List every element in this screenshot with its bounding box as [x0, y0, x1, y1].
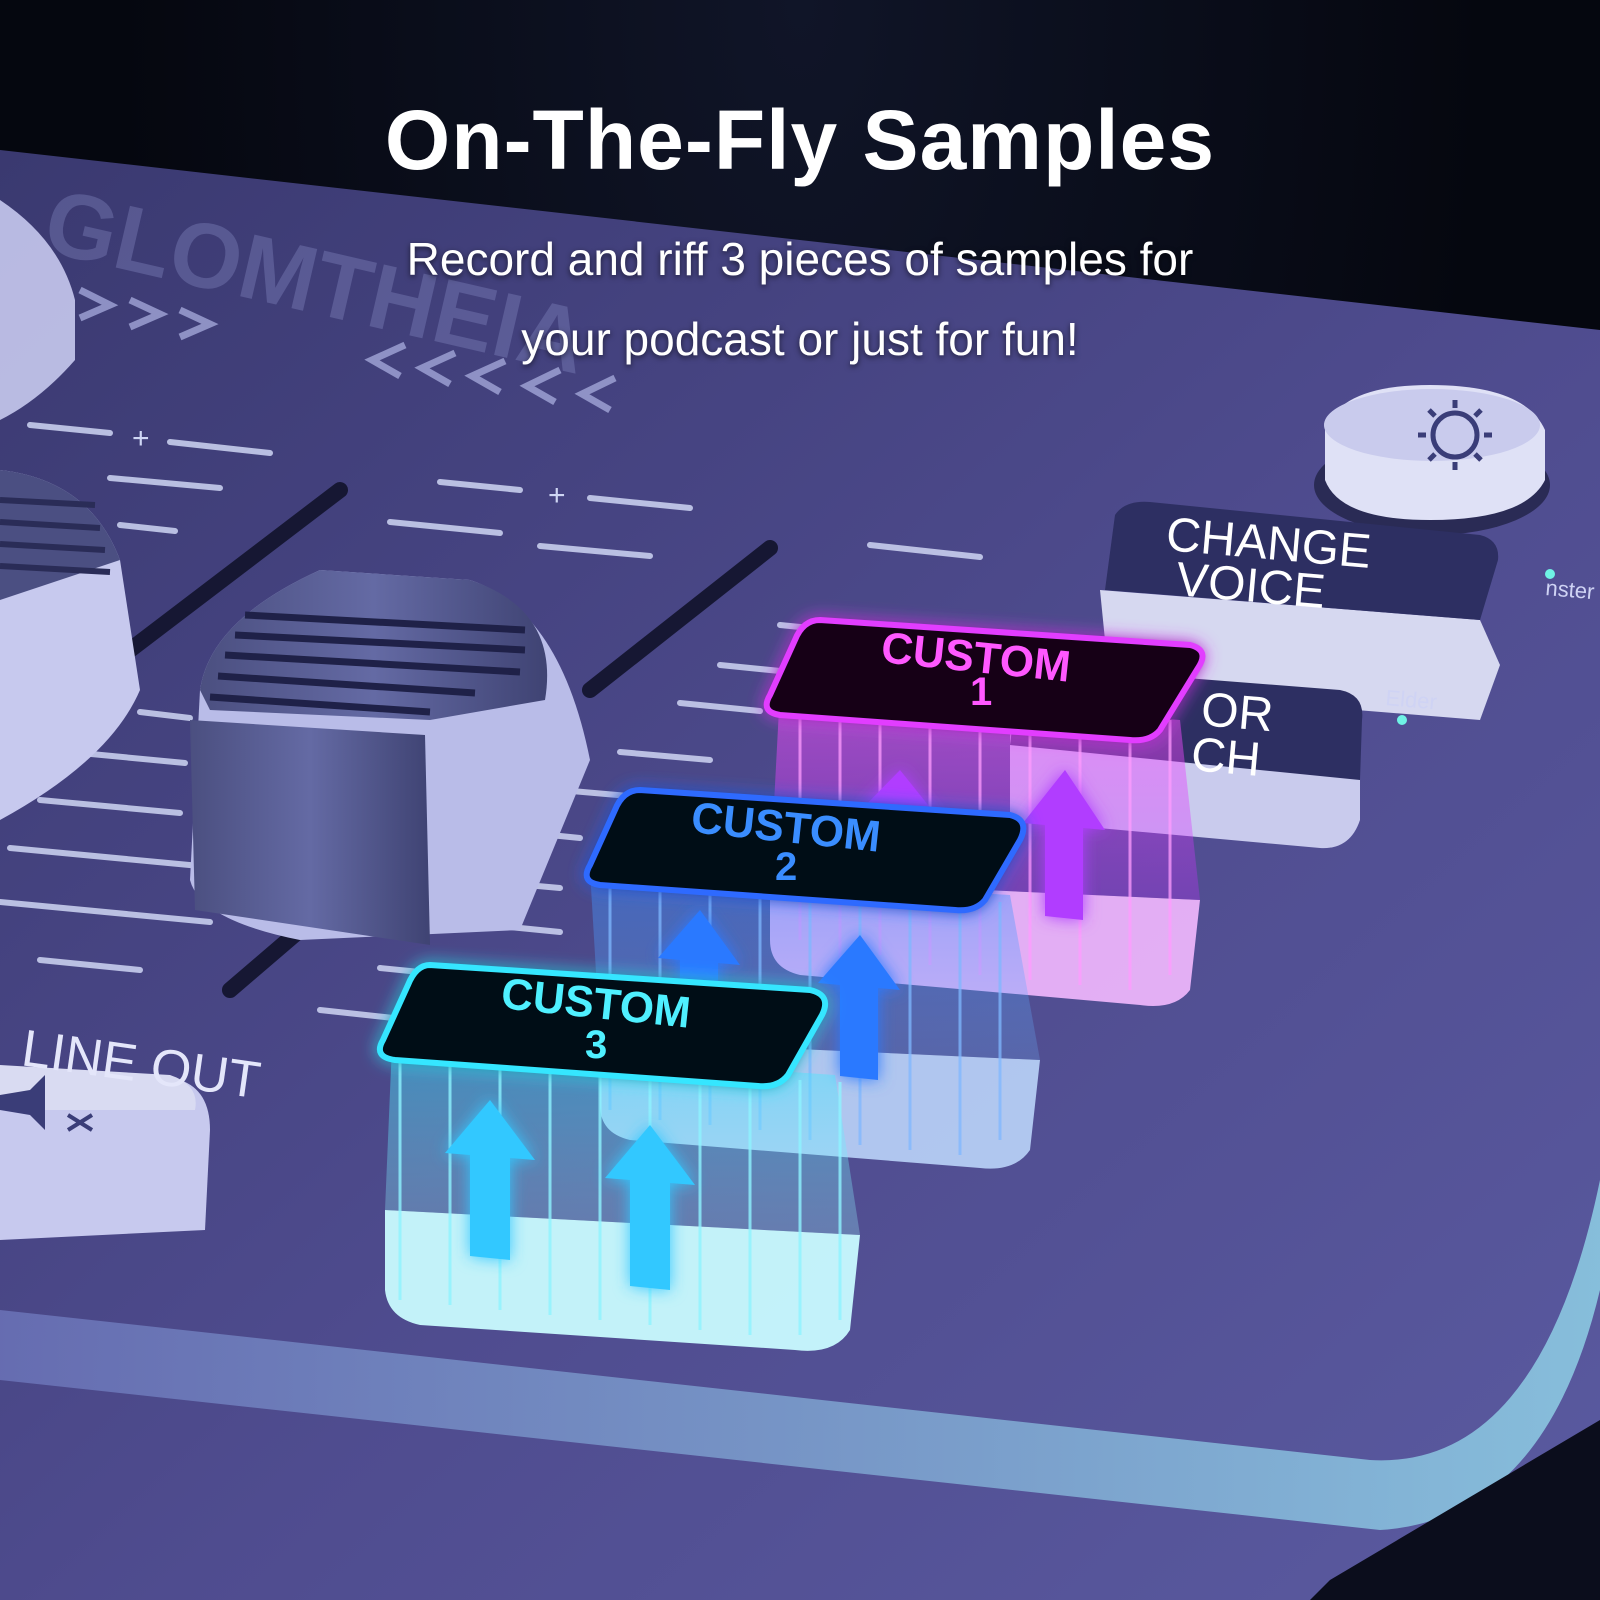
knob-left-top: [0, 200, 75, 420]
page-title: On-The-Fly Samples: [384, 93, 1216, 187]
scale-plus-mark: +: [548, 479, 566, 512]
brightness-knob[interactable]: [1314, 385, 1550, 535]
voice-label-monster: nster: [1545, 575, 1596, 604]
brightness-icon: [1418, 400, 1492, 470]
custom-1-number: 1: [970, 670, 992, 714]
up-arrow-icon: [658, 910, 900, 1080]
voice-led: [1397, 715, 1407, 725]
change-voice-label: VOICE: [1174, 553, 1327, 619]
device-front-edge: [0, 1180, 1600, 1530]
monitor-switch-label: OR: [1199, 683, 1275, 742]
monitor-switch-label: CH: [1189, 728, 1263, 787]
custom-2-number: 2: [775, 845, 797, 889]
voice-led: [1545, 569, 1555, 579]
custom-1-label-cap: [763, 616, 1206, 744]
mute-icon: [0, 1075, 94, 1132]
fader-knob-center[interactable]: [190, 570, 590, 945]
custom-2-label-cap: [583, 786, 1027, 914]
voice-label-elder: Elder: [1385, 685, 1438, 714]
scale-plus-mark: +: [132, 422, 150, 455]
up-arrow-icon: [445, 1100, 695, 1290]
custom-3-button[interactable]: [385, 1045, 860, 1351]
subtitle-line-2: your podcast or just for fun!: [521, 313, 1079, 365]
custom-3-number: 3: [585, 1023, 607, 1067]
fader-knob-left[interactable]: [0, 470, 140, 820]
slider-tracks: [122, 482, 778, 998]
chevron-marks: [78, 286, 617, 414]
mute-button[interactable]: [0, 1065, 210, 1240]
custom-3-label-cap: [377, 961, 828, 1090]
subtitle-line-1: Record and riff 3 pieces of samples for: [406, 233, 1194, 285]
